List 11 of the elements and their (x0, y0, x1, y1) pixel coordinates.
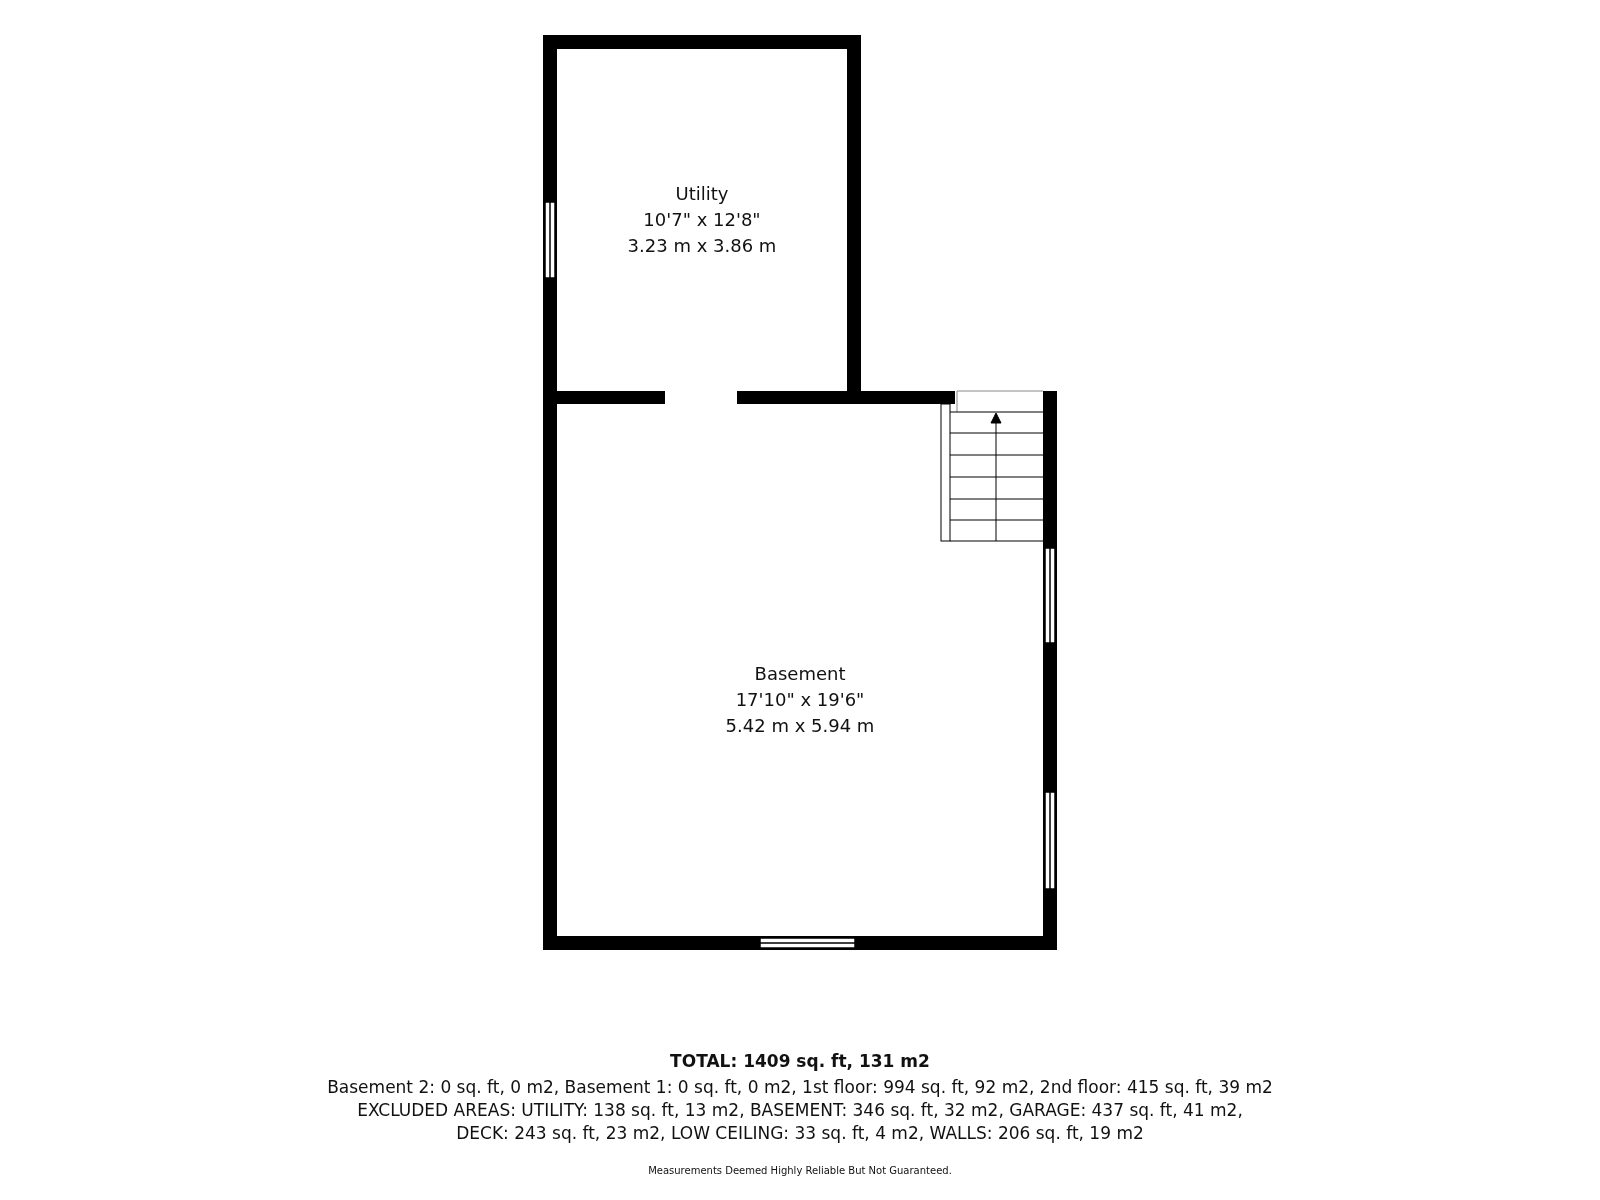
room-dimensions: 10'7" x 12'8" (643, 208, 761, 232)
room-name: Basement (754, 662, 846, 686)
area-summary: Basement 2: 0 sq. ft, 0 m2, Basement 1: 0 sq. ft, 0 m2, 1st floor: 994 sq. ft, 92 m2, 2nd floor: 415 sq. ft, 39 m2 (327, 1077, 1273, 1097)
area-summary: DECK: 243 sq. ft, 23 m2, LOW CEILING: 33 sq. ft, 4 m2, WALLS: 206 sq. ft, 19 m2 (456, 1123, 1144, 1143)
room-dimensions: 5.42 m x 5.94 m (725, 714, 875, 738)
disclaimer-note: Measurements Deemed Highly Reliable But Not Guaranteed. (648, 1165, 952, 1176)
room-name: Utility (675, 182, 729, 206)
room-dimensions: 17'10" x 19'6" (735, 688, 865, 712)
room-dimensions: 3.23 m x 3.86 m (627, 234, 777, 258)
total-area-heading: TOTAL: 1409 sq. ft, 131 m2 (670, 1051, 930, 1071)
area-summary: EXCLUDED AREAS: UTILITY: 138 sq. ft, 13 m2, BASEMENT: 346 sq. ft, 32 m2, GARAGE: 437 sq. ft, 41 m2, (357, 1100, 1243, 1120)
